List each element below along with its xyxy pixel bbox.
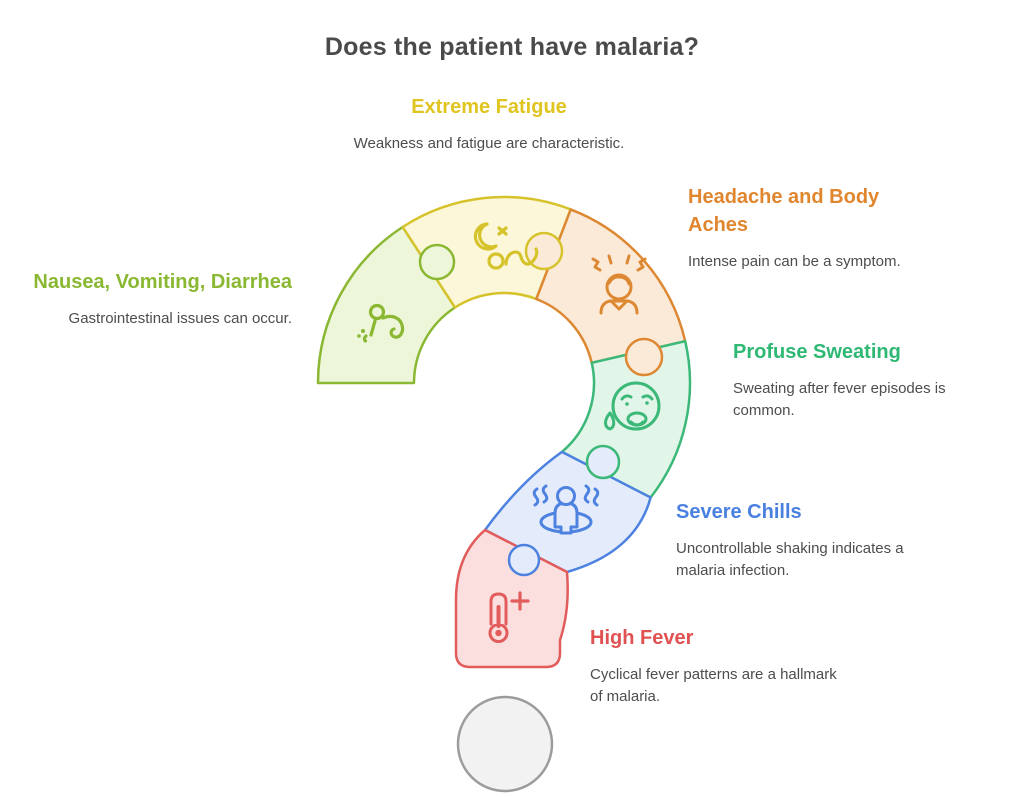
- puzzle-knob: [624, 337, 664, 377]
- symptom-fatigue-desc: Weakness and fatigue are characteristic.: [353, 135, 625, 152]
- page-title: Does the patient have malaria?: [324, 32, 700, 61]
- puzzle-knob: [507, 543, 541, 577]
- puzzle-knob: [418, 243, 456, 281]
- shivering-person-icon: [532, 484, 600, 535]
- symptom-headache-title: Headache and Body Aches: [688, 186, 880, 236]
- symptom-fever-desc: Cyclical fever patterns are a hallmark o…: [590, 666, 837, 705]
- thermometer-plus-icon: [488, 591, 530, 643]
- symptom-nausea-title: Nausea, Vomiting, Diarrhea: [33, 271, 292, 293]
- symptom-sweating-desc: Sweating after fever episodes is common.: [733, 380, 946, 419]
- puzzle-knob: [585, 444, 621, 480]
- moon-sleeping-person-icon: [473, 222, 539, 270]
- symptom-headache: Headache and Body Aches Intense pain can…: [688, 183, 918, 273]
- puzzle-piece-fever: [454, 528, 569, 669]
- symptom-nausea: Nausea, Vomiting, Diarrhea Gastrointesti…: [32, 268, 292, 330]
- symptom-chills-desc: Uncontrollable shaking indicates a malar…: [676, 540, 904, 579]
- symptom-fever: High Fever Cyclical fever patterns are a…: [590, 624, 840, 708]
- puzzle-piece-fatigue: [401, 195, 572, 309]
- symptom-chills-title: Severe Chills: [676, 501, 802, 523]
- symptom-fever-title: High Fever: [590, 627, 694, 649]
- symptom-fatigue-title: Extreme Fatigue: [411, 96, 567, 118]
- person-headache-icon: [591, 254, 647, 315]
- question-mark-dot: [456, 695, 554, 793]
- sweating-face-icon: [604, 381, 661, 431]
- symptom-headache-desc: Intense pain can be a symptom.: [688, 253, 901, 270]
- symptom-chills: Severe Chills Uncontrollable shaking ind…: [676, 498, 926, 582]
- person-crawling-vomit-icon: [357, 303, 405, 343]
- symptom-fatigue: Extreme Fatigue Weakness and fatigue are…: [339, 93, 639, 155]
- symptom-sweating-title: Profuse Sweating: [733, 341, 901, 363]
- symptom-sweating: Profuse Sweating Sweating after fever ep…: [733, 338, 973, 422]
- symptom-nausea-desc: Gastrointestinal issues can occur.: [68, 310, 292, 327]
